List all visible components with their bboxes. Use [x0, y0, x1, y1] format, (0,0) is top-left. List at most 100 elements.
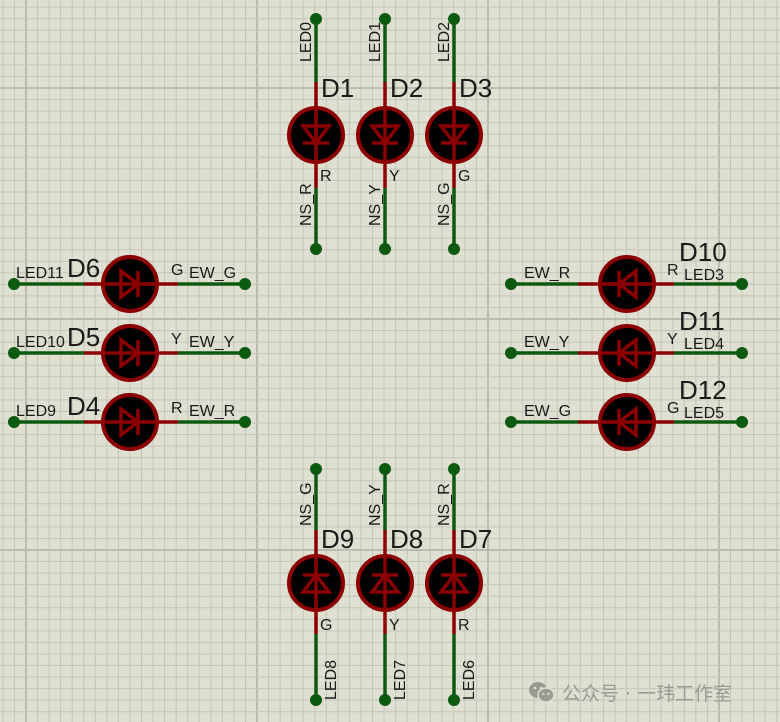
wire-terminal	[448, 694, 460, 706]
led-symbol	[598, 255, 656, 313]
diode-triangle	[368, 572, 402, 594]
ref-label: D2	[390, 73, 423, 103]
ref-label: D10	[679, 237, 727, 267]
parts: D1RLED0NS_RD2YLED1NS_YD3GLED2NS_GD9GNS_G…	[8, 13, 748, 706]
wire-terminal	[505, 278, 517, 290]
net-label: EW_G	[189, 265, 236, 282]
wire-terminal	[379, 463, 391, 475]
net-label: LED1	[367, 22, 384, 62]
diode-triangle	[437, 572, 471, 594]
wire-terminal	[310, 13, 322, 25]
net-label: LED4	[684, 336, 724, 353]
diode-triangle	[299, 572, 333, 594]
pin-label: R	[320, 168, 332, 185]
net-label: NS_Y	[367, 184, 384, 226]
ref-label: D4	[67, 391, 100, 421]
pin-label: Y	[667, 331, 678, 348]
ref-label: D8	[390, 524, 423, 554]
net-label: EW_Y	[524, 334, 570, 351]
net-label: NS_R	[436, 483, 453, 526]
ref-label: D5	[67, 322, 100, 352]
net-label: LED2	[436, 22, 453, 62]
net-label: NS_R	[298, 183, 315, 226]
wire-terminal	[8, 416, 20, 428]
wire-terminal	[505, 347, 517, 359]
led-symbol	[101, 393, 159, 451]
pin-label: Y	[389, 617, 400, 634]
wire-terminal	[8, 278, 20, 290]
led-symbol	[598, 324, 656, 382]
pin-label: G	[320, 617, 332, 634]
wire-terminal	[310, 463, 322, 475]
wire-terminal	[310, 694, 322, 706]
net-label: EW_R	[189, 403, 235, 420]
watermark-text: 公众号 · 一玮工作室	[562, 682, 733, 705]
net-label: LED10	[16, 334, 65, 351]
net-label: LED9	[16, 403, 56, 420]
ref-label: D3	[459, 73, 492, 103]
net-label: LED6	[461, 660, 478, 700]
ref-label: D6	[67, 253, 100, 283]
net-label: EW_R	[524, 265, 570, 282]
ref-label: D11	[679, 306, 725, 336]
net-label: LED11	[16, 265, 64, 282]
wire-terminal	[448, 243, 460, 255]
wire-terminal	[239, 416, 251, 428]
wire-terminal	[379, 694, 391, 706]
ref-label: D12	[679, 375, 727, 405]
net-label: NS_G	[298, 482, 315, 526]
wire-terminal	[736, 347, 748, 359]
diode-triangle	[119, 405, 141, 439]
wire-terminal	[448, 13, 460, 25]
diode-triangle	[616, 405, 638, 439]
led-symbol	[356, 106, 414, 164]
led-symbol	[598, 393, 656, 451]
wire-terminal	[379, 243, 391, 255]
net-label: NS_Y	[367, 484, 384, 526]
wire-terminal	[505, 416, 517, 428]
diode-triangle	[437, 124, 471, 146]
diode-triangle	[368, 124, 402, 146]
pin-label: G	[667, 400, 679, 417]
wire-terminal	[310, 243, 322, 255]
pin-label: Y	[389, 168, 400, 185]
watermark: 公众号 · 一玮工作室	[528, 678, 732, 706]
net-label: EW_G	[524, 403, 571, 420]
diode-triangle	[119, 336, 141, 370]
pin-label: R	[171, 400, 183, 417]
ref-label: D7	[459, 524, 492, 554]
diode-triangle	[616, 267, 638, 301]
net-label: LED8	[323, 660, 340, 700]
net-label: EW_Y	[189, 334, 235, 351]
diode-triangle	[616, 336, 638, 370]
wechat-icon	[529, 682, 555, 703]
pin-label: Y	[171, 331, 182, 348]
wire-terminal	[379, 13, 391, 25]
diode-triangle	[299, 124, 333, 146]
led-symbol	[101, 255, 159, 313]
wire-terminal	[239, 347, 251, 359]
wire-terminal	[8, 347, 20, 359]
wire-terminal	[736, 278, 748, 290]
led-symbol	[287, 106, 345, 164]
wire-terminal	[448, 463, 460, 475]
pin-label: R	[667, 262, 679, 279]
net-label: LED0	[298, 22, 315, 62]
ref-label: D9	[321, 524, 354, 554]
net-label: LED5	[684, 405, 724, 422]
pin-label: R	[458, 617, 470, 634]
pin-label: G	[171, 262, 183, 279]
wire-terminal	[736, 416, 748, 428]
led-symbol	[356, 554, 414, 612]
led-symbol	[287, 554, 345, 612]
net-label: LED3	[684, 267, 724, 284]
net-label: LED7	[392, 660, 409, 700]
ref-label: D1	[321, 73, 354, 103]
led-symbol	[101, 324, 159, 382]
diode-triangle	[119, 267, 141, 301]
led-symbol	[425, 106, 483, 164]
net-label: NS_G	[436, 182, 453, 226]
wire-terminal	[239, 278, 251, 290]
pin-label: G	[458, 168, 470, 185]
